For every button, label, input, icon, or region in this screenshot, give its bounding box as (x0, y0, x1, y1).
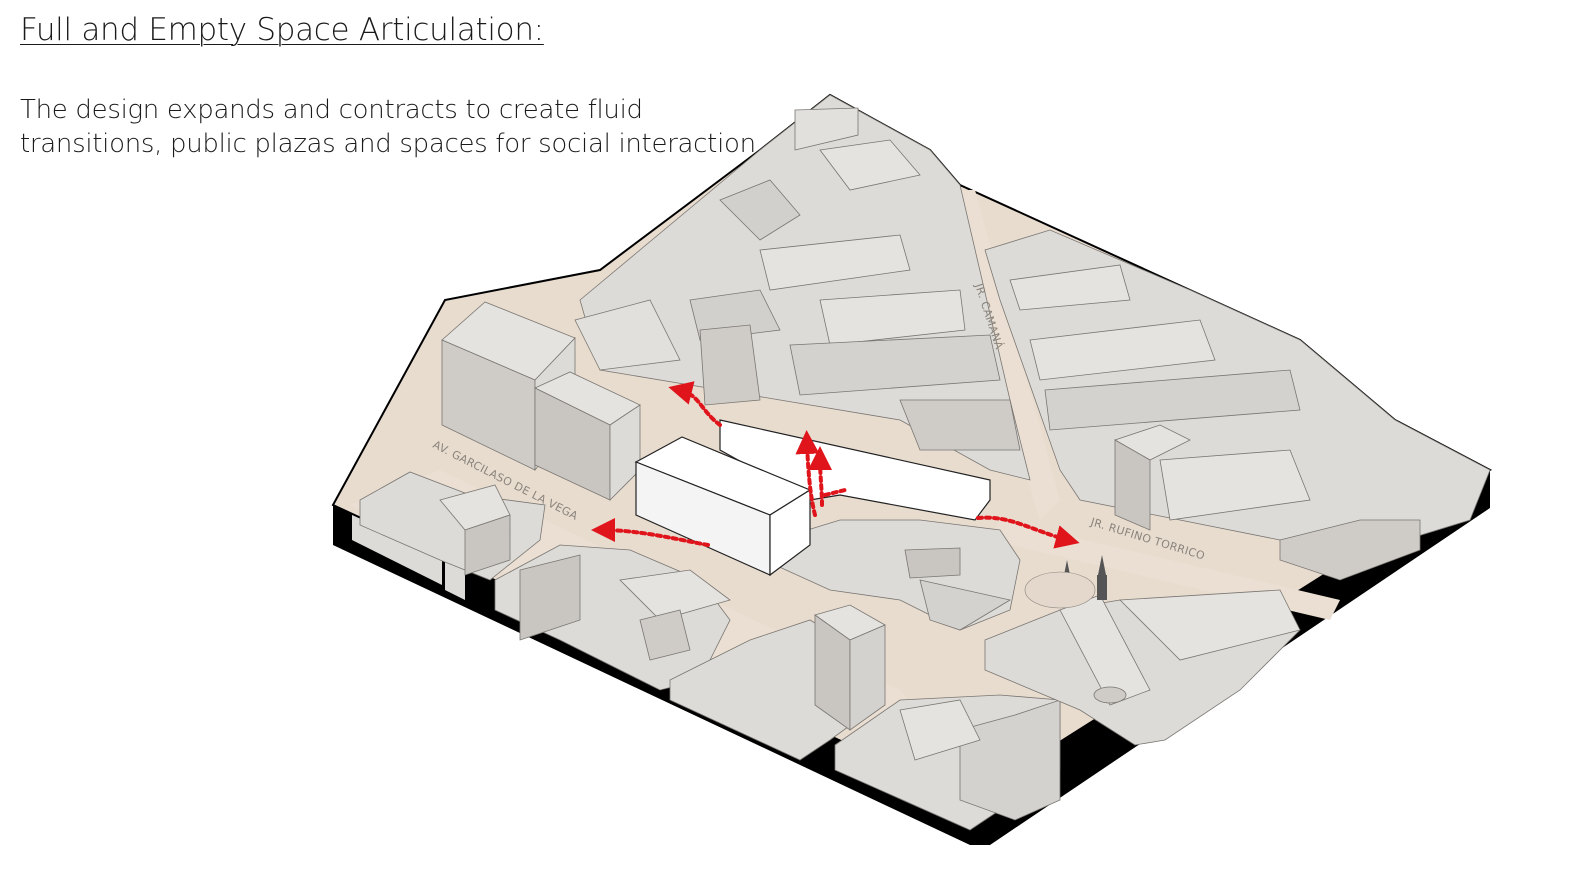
flow-arrows (591, 381, 1080, 549)
description-line-1: The design expands and contracts to crea… (20, 95, 643, 125)
plaza (1024, 571, 1096, 609)
flow-arrow-icon (591, 518, 710, 547)
building-block-south (494, 544, 1061, 831)
flow-arrow-icon (795, 430, 820, 517)
page-title: Full and Empty Space Articulation: (20, 12, 544, 48)
flow-arrow-icon (808, 446, 833, 507)
flow-arrow-icon (823, 488, 847, 497)
building-block-east (984, 229, 1491, 581)
church-block (984, 589, 1301, 746)
building-block-central (774, 519, 1021, 631)
description-line-2: transitions, public plazas and spaces fo… (20, 129, 764, 159)
project-building (634, 419, 991, 577)
building-block-west (441, 301, 641, 501)
description: The design expands and contracts to crea… (20, 93, 764, 161)
flow-arrow-icon (668, 381, 722, 427)
building-block-southwest (359, 471, 546, 581)
flow-arrow-icon (976, 515, 1080, 549)
